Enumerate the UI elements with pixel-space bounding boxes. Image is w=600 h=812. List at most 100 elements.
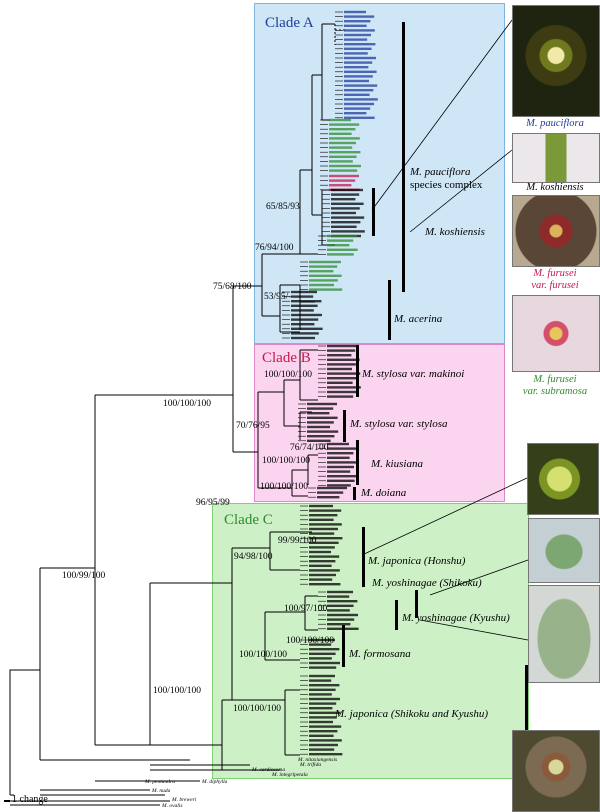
leaf-sample-label [307,430,339,433]
leaf-sample-label [344,43,376,46]
leaf-sample-label [309,578,333,581]
leaf-sample-label [329,155,357,158]
outgroup-label: M. diphylla [202,779,228,785]
leaf-sample-label [327,248,358,251]
leaf-sample-label [344,116,375,119]
leaf-sample-label [309,270,334,273]
photo-clade-c-fruit [527,443,599,515]
clade-b-title: Clade B [262,350,311,366]
leaf-sample-label [309,288,343,291]
leaf-sample-label [309,707,333,710]
support-yoshinagae-kyushu-node: 100/100/100 [286,636,335,646]
leaf-sample-label [309,748,335,751]
leaf-sample-label [309,537,343,540]
support-koshiensis-node: 65/85/93 [266,202,300,212]
leaf-sample-label [309,546,335,549]
leaf-sample-label [344,75,373,78]
leaf-sample-label [309,648,340,651]
leaf-sample-label [327,395,354,398]
clade-c-title: Clade C [224,512,273,528]
group-bar-doiana [353,487,356,500]
outgroup-label: M. integripetala [272,772,308,778]
leaf-sample-label [344,107,371,110]
leaf-sample-label [309,702,337,705]
leaf-sample-label [307,402,337,406]
leaf-sample-label [329,160,353,163]
leaf-sample-label [307,407,334,410]
leaf-sample-label [327,604,354,607]
outgroup-label: M. trifida [300,762,322,768]
photo-japonica-flower [512,730,600,812]
label-koshiensis: M. koshiensis [425,226,485,238]
photo-pauciflora-flower [512,5,600,117]
leaf-sample-label [309,711,341,714]
leaf-sample-label [327,244,350,247]
leaf-sample-label [344,33,371,37]
leaf-sample-label [327,456,350,459]
group-bar-stylosa [343,410,346,442]
leaf-sample-label [309,674,335,678]
leaf-sample-label [329,184,352,187]
leaf-sample-label [329,128,356,131]
leaf-sample-label [309,720,333,724]
leaf-sample-label [344,70,377,73]
leaf-sample-label [331,202,364,205]
leaf-sample-label [291,290,317,294]
leaf-sample-label [329,132,352,135]
leaf-sample-label [291,304,318,307]
photo-connector-line [419,619,529,641]
group-bar-japonica-honshu [362,527,365,587]
leaf-sample-label [331,198,356,201]
group-bar-makinoi [356,345,359,397]
label-acerina: M. acerina [394,313,443,325]
photo-connector-line [429,559,529,596]
photo-yoshinagae-leaf [528,518,600,583]
leaf-sample-label [344,89,374,92]
leaf-sample-label [309,643,332,646]
label-yoshinagae-kyushu: M. yoshinagae (Kyushu) [402,612,510,624]
label-kiusiana: M. kiusiana [371,458,423,470]
leaf-sample-label [344,84,378,87]
leaf-sample-label [331,230,365,233]
leaf-sample-label [331,221,361,224]
support-pauciflora-node: 76/94/100 [255,243,294,253]
leaf-sample-label [309,688,336,691]
leaf-sample-label [309,652,336,655]
leaf-sample-label [317,496,340,499]
leaf-sample-label [327,377,357,380]
outgroup-label: M. breweri [172,797,197,803]
caption-koshiensis: M. koshiensis [526,182,584,193]
support-kiusiana-node: 100/100/100 [262,456,311,466]
support-clade-c-node: 100/100/100 [153,686,202,696]
photo-connector-line [409,149,513,233]
leaf-sample-label [344,15,375,18]
outgroup-label: M. cardiosoma [252,767,286,773]
leaf-sample-label [309,657,332,660]
leaf-sample-label [309,638,335,642]
leaf-sample-label [327,609,350,612]
leaf-sample-label [327,447,358,450]
leaf-sample-label [307,421,334,424]
leaf-sample-label [327,349,356,352]
leaf-sample-label [327,363,356,366]
leaf-sample-label [327,590,353,594]
leaf-sample-label [329,179,356,182]
leaf-sample-label [327,367,352,371]
support-ingroup-node: 100/99/100 [62,571,106,581]
leaf-sample-label [344,20,371,23]
leaf-sample-label [329,146,353,149]
leaf-sample-label [291,309,314,312]
leaf-sample-label [331,207,360,210]
photo-connector-line [361,477,528,556]
leaf-sample-label [327,390,357,394]
leaf-sample-label [309,743,338,747]
clade-a-box [254,3,505,344]
leaf-sample-label [309,265,338,268]
support-acerina-node: 53/95/- [264,292,292,302]
leaf-sample-label [344,93,370,96]
leaf-sample-label [307,439,331,442]
leaf-sample-label [309,532,335,535]
leaf-sample-label [327,239,354,242]
